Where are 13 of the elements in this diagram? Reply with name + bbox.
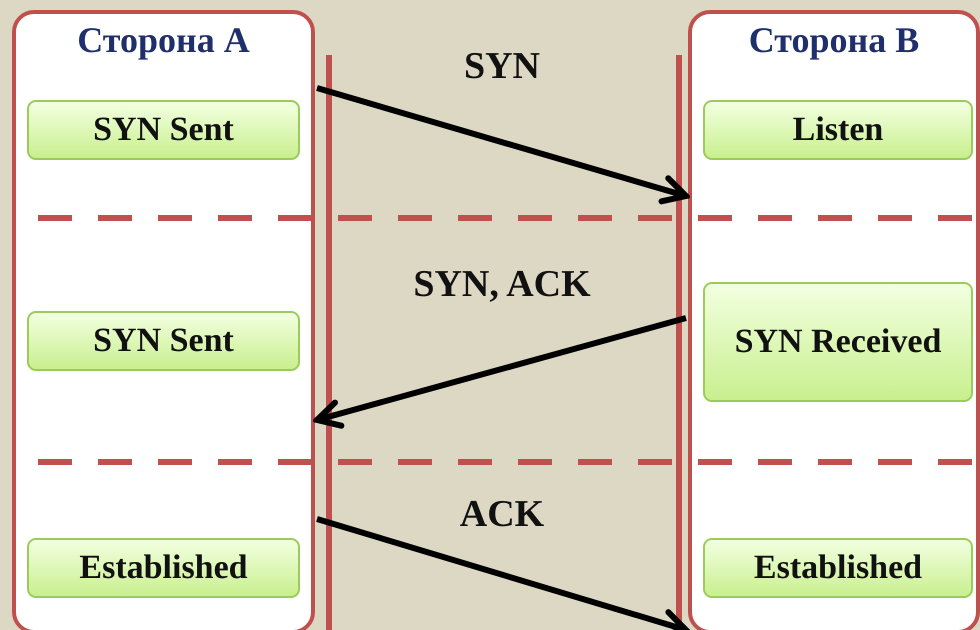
panel-title: Сторона А [76, 19, 251, 62]
state-box: Established [703, 538, 973, 598]
arrow [316, 516, 689, 630]
arrow [316, 85, 689, 204]
state-box: SYN Received [703, 282, 973, 402]
party-panel [12, 10, 315, 630]
state-box: SYN Sent [27, 100, 300, 160]
panel-title: Сторона В [748, 19, 920, 62]
state-box: Established [27, 538, 300, 598]
state-box: Listen [703, 100, 973, 160]
state-box: SYN Sent [27, 311, 300, 371]
arrow [314, 315, 687, 429]
party-panel [688, 10, 980, 630]
